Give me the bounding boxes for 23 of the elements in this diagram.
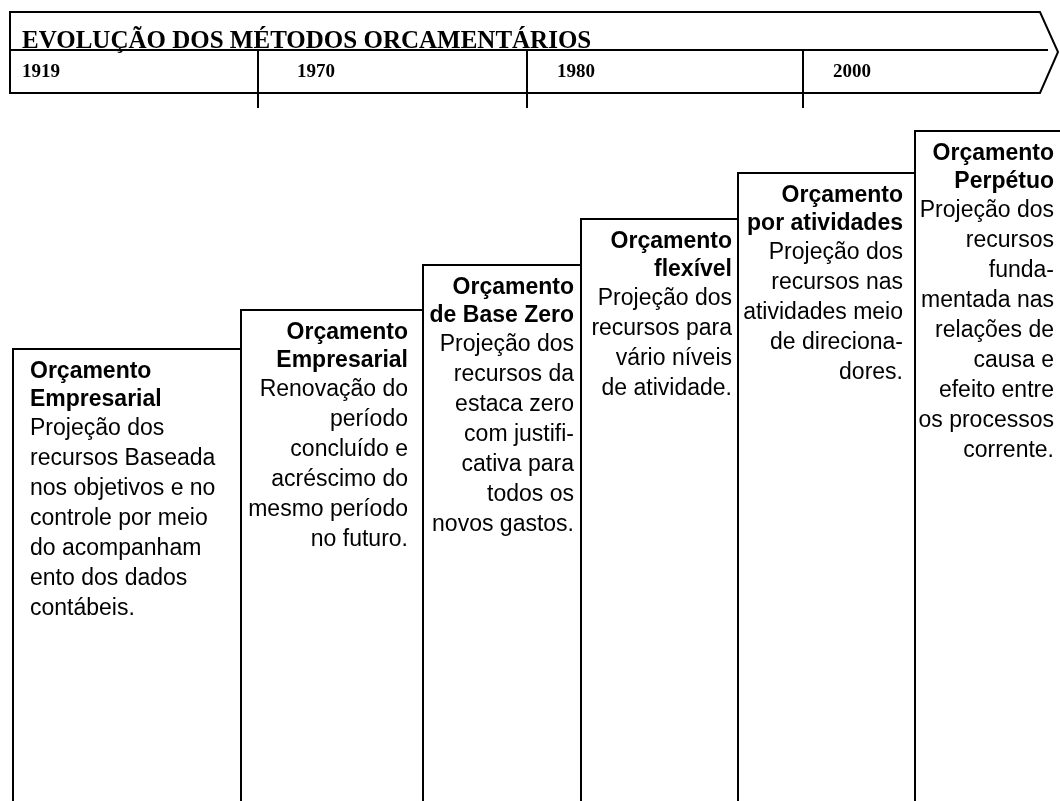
budget-method-card xyxy=(240,309,422,801)
card-text: Projeção dos recursos funda- mentada nas relações de causa e efeito entre os processos corrente. xyxy=(917,195,1054,464)
budget-method-card xyxy=(914,130,1060,801)
card-text: Projeção dos recursos Baseada nos objetivos e no controle por meio do acompanham ento dos dados contábeis. xyxy=(30,413,217,622)
card-text: Projeção dos recursos para vário níveis de atividade. xyxy=(590,283,732,402)
card-text: Renovação do período concluído e acréscimo do mesmo período no futuro. xyxy=(248,374,408,553)
card-heading: Orçamento Perpétuo xyxy=(931,138,1054,194)
budget-method-card xyxy=(422,264,580,801)
budget-method-card xyxy=(12,348,240,801)
year-label: 1919 xyxy=(22,60,60,82)
card-text: Projeção dos recursos nas atividades meio de direciona- dores. xyxy=(743,237,903,386)
year-label: 1980 xyxy=(557,60,595,82)
budget-method-card xyxy=(580,218,737,801)
card-heading: Orçamento Empresarial xyxy=(275,317,408,373)
card-heading: Orçamento flexível xyxy=(609,226,732,282)
card-text: Projeção dos recursos da estaca zero com justifi- cativa para todos os novos gastos. xyxy=(431,329,574,538)
title: EVOLUÇÃO DOS MÉTODOS ORCAMENTÁRIOS xyxy=(22,26,592,54)
card-heading: Orçamento por atividades xyxy=(746,180,903,236)
budget-method-card xyxy=(737,172,914,801)
year-label: 1970 xyxy=(297,60,335,82)
card-heading: Orçamento Empresarial xyxy=(30,356,163,412)
year-label: 2000 xyxy=(833,60,871,82)
card-heading: Orçamento de Base Zero xyxy=(428,272,574,328)
